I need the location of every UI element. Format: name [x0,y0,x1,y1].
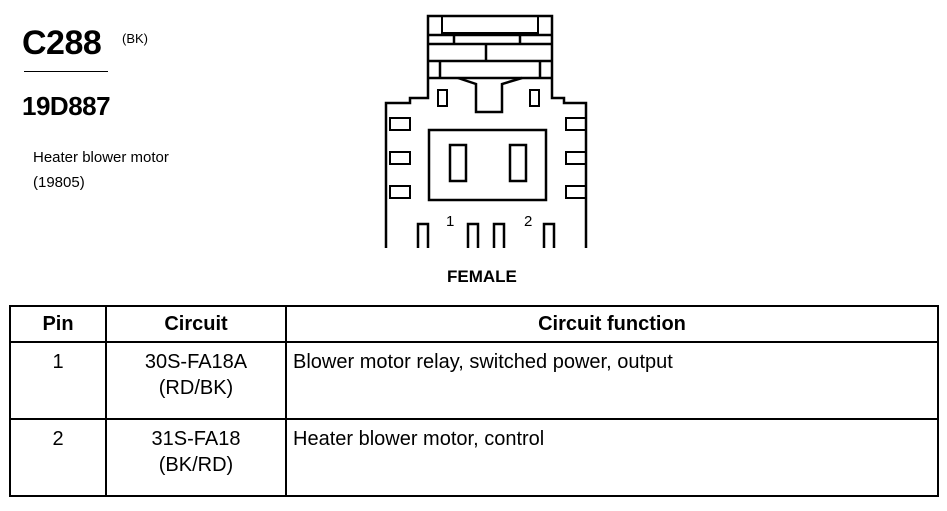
circuit-function-cell: Heater blower motor, control [285,418,939,497]
circuit-cell: 31S-FA18 (BK/RD) [105,418,287,497]
header-circuit: Circuit [105,305,287,343]
table-header-row: Pin Circuit Circuit function [9,305,939,343]
pin-cell: 2 [9,418,107,497]
terminal-slot-1 [448,143,468,183]
part-number: 19D887 [22,91,111,121]
table-row: 2 31S-FA18 (BK/RD) Heater blower motor, … [9,418,939,497]
circuit-function-cell: Blower motor relay, switched power, outp… [285,341,939,420]
component-description: Heater blower motor [33,149,169,166]
view-label: FEMALE [447,267,517,286]
header-circuit-function: Circuit function [285,305,939,343]
title-underline [24,71,108,72]
circuit-id: 30S-FA18A [144,351,248,373]
pin-label-2: 2 [524,213,532,230]
wire-color: (BK/RD) [158,454,234,477]
connector-face-diagram: 1 2 [384,14,588,248]
table-row: 1 30S-FA18A (RD/BK) Blower motor relay, … [9,341,939,420]
circuit-cell: 30S-FA18A (RD/BK) [105,341,287,420]
connector-color: (BK) [122,31,148,46]
component-code: (19805) [33,174,85,191]
terminal-slot-2 [508,143,528,183]
pin-cell: 1 [9,341,107,420]
pin-table: Pin Circuit Circuit function 1 30S-FA18A… [9,305,939,497]
connector-id: C288 [22,24,102,62]
circuit-id: 31S-FA18 [151,428,241,450]
pin-label-1: 1 [446,213,454,230]
header-pin: Pin [9,305,107,343]
wire-color: (RD/BK) [158,377,234,400]
